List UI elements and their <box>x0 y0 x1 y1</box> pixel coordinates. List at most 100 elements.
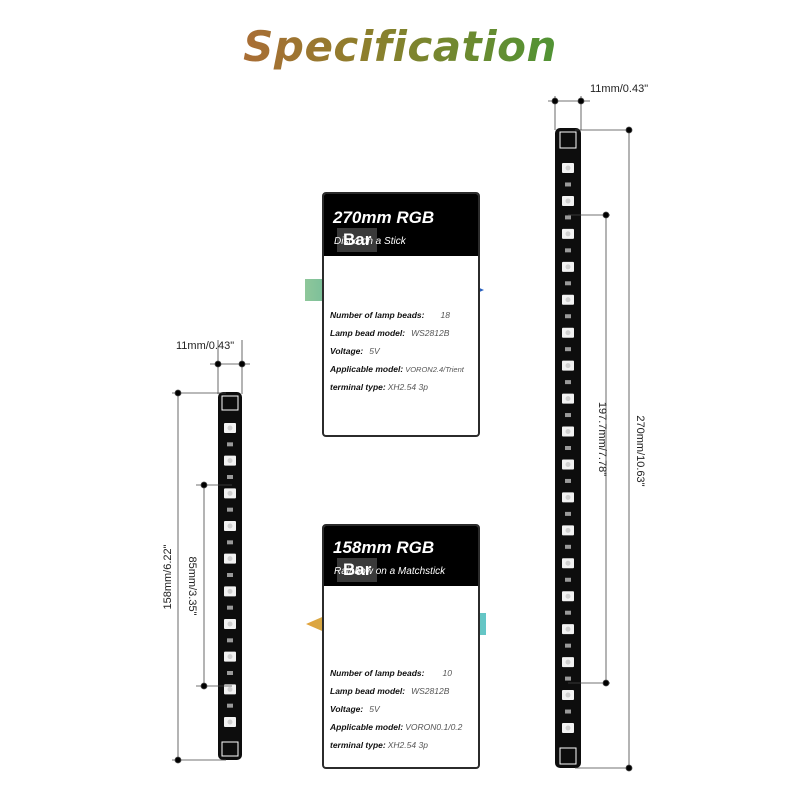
spec-row: terminal type:XH2.54 3p <box>330 740 462 758</box>
led-lens <box>227 490 233 496</box>
spec-value: XH2.54 3p <box>387 382 428 392</box>
led-lens <box>227 686 233 692</box>
pcb-trace <box>227 475 233 479</box>
led-lens <box>565 165 571 171</box>
left-pitch-label: 85mm/3.35" <box>186 556 198 616</box>
spec-list: Number of lamp beads:10 Lamp bead model:… <box>330 668 462 758</box>
led-lens <box>227 719 233 725</box>
spec-row: Voltage:5V <box>330 704 462 722</box>
pcb-trace <box>227 540 233 545</box>
pcb-trace <box>227 703 233 708</box>
pcb-trace <box>565 281 571 286</box>
dimension-lines-right <box>548 96 633 772</box>
spec-row: Lamp bead model: WS2812B <box>330 328 464 346</box>
spec-row: Lamp bead model: WS2812B <box>330 686 462 704</box>
spec-row: Number of lamp beads:10 <box>330 668 462 686</box>
pcb-trace <box>227 605 233 610</box>
led-bar-270 <box>555 128 581 768</box>
pcb-trace <box>227 671 233 675</box>
spec-row: Number of lamp beads: 18 <box>330 310 464 328</box>
led-lens <box>565 692 571 698</box>
card-subtitle: Rainbow on a Matchstick <box>334 566 446 577</box>
dimension-lines-left <box>172 340 250 764</box>
spec-key: Number of lamp beads: <box>330 668 425 678</box>
spec-value: VORON2.4/Trient <box>405 365 464 374</box>
spec-row: Applicable model:VORON2.4/Trient <box>330 364 464 382</box>
card-title: 158mm RGB <box>333 538 435 557</box>
pcb-trace <box>565 182 571 187</box>
left-width-label: 11mm/0.43" <box>176 340 235 352</box>
pcb-trace <box>565 544 571 549</box>
led-lens <box>227 458 233 464</box>
spec-key: Applicable model: <box>330 364 404 374</box>
pcb-trace <box>565 577 571 582</box>
pcb-trace <box>565 248 571 253</box>
led-lens <box>227 588 233 594</box>
led-bar-158 <box>218 392 242 760</box>
spec-value: 5V <box>369 704 380 714</box>
led-lens <box>565 429 571 435</box>
led-lens <box>565 363 571 369</box>
pcb-trace <box>565 215 571 220</box>
spec-value: WS2812B <box>411 686 450 696</box>
led-lens <box>227 523 233 529</box>
spec-key: Number of lamp beads: <box>330 310 425 320</box>
spec-row: terminal type:XH2.54 3p <box>330 382 464 400</box>
pcb-trace <box>565 676 571 681</box>
spec-key: Lamp bead model: <box>330 686 406 696</box>
card-subtitle: Disco on a Stick <box>334 236 406 247</box>
spec-key: terminal type: <box>330 382 386 392</box>
led-lens <box>565 494 571 500</box>
led-lens <box>565 297 571 303</box>
spec-row: Voltage: 5V <box>330 346 464 364</box>
pcb-trace <box>565 643 571 648</box>
spec-key: terminal type: <box>330 740 386 750</box>
pcb-trace <box>227 442 233 447</box>
right-length-label: 270mm/10.63" <box>634 415 646 487</box>
led-lens <box>565 725 571 731</box>
spec-value: VORON0.1/0.2 <box>405 722 463 732</box>
spec-value: 18 <box>440 310 450 320</box>
led-lens <box>565 264 571 270</box>
led-lens <box>565 198 571 204</box>
pcb-trace <box>565 314 571 319</box>
pcb-trace <box>565 413 571 418</box>
pcb-trace <box>565 511 571 516</box>
right-pitch-label: 197.7mm/7.78" <box>596 401 608 477</box>
led-lens <box>227 556 233 562</box>
led-lens <box>227 654 233 660</box>
left-length-label: 158mm/6.22" <box>162 544 174 610</box>
pcb-trace <box>227 507 233 512</box>
pcb-trace <box>565 610 571 615</box>
page-title: Specification <box>0 22 800 71</box>
led-lens <box>565 330 571 336</box>
pcb-trace <box>565 446 571 450</box>
led-lens <box>565 396 571 402</box>
led-lens <box>565 560 571 566</box>
led-lens <box>565 593 571 599</box>
spec-key: Lamp bead model: <box>330 328 406 338</box>
spec-value: WS2812B <box>411 328 450 338</box>
card-title-bar: Bar <box>337 228 378 252</box>
pcb-trace <box>565 478 571 483</box>
led-lens <box>227 621 233 627</box>
spec-value: XH2.54 3p <box>387 740 428 750</box>
spec-list: Number of lamp beads: 18 Lamp bead model:… <box>330 310 464 400</box>
pcb-trace <box>565 380 571 385</box>
card-header: 270mm RGBBar Disco on a Stick <box>324 194 478 256</box>
led-lens <box>565 527 571 533</box>
spec-card-158: 158mm RGBBar Rainbow on a Matchstick Num… <box>322 524 480 769</box>
pcb-trace <box>565 709 571 714</box>
spec-key: Applicable model: <box>330 722 404 732</box>
led-lens <box>565 231 571 237</box>
spec-key: Voltage: <box>330 346 364 356</box>
spec-value: 5V <box>369 346 380 356</box>
right-width-label: 11mm/0.43" <box>590 83 649 95</box>
spec-card-270: 270mm RGBBar Disco on a Stick Number of … <box>322 192 480 437</box>
pcb-trace <box>227 573 233 577</box>
card-header: 158mm RGBBar Rainbow on a Matchstick <box>324 526 478 586</box>
card-title: 270mm RGB <box>333 208 435 227</box>
led-lens <box>565 626 571 632</box>
led-lens <box>565 659 571 665</box>
led-lens <box>565 461 571 467</box>
